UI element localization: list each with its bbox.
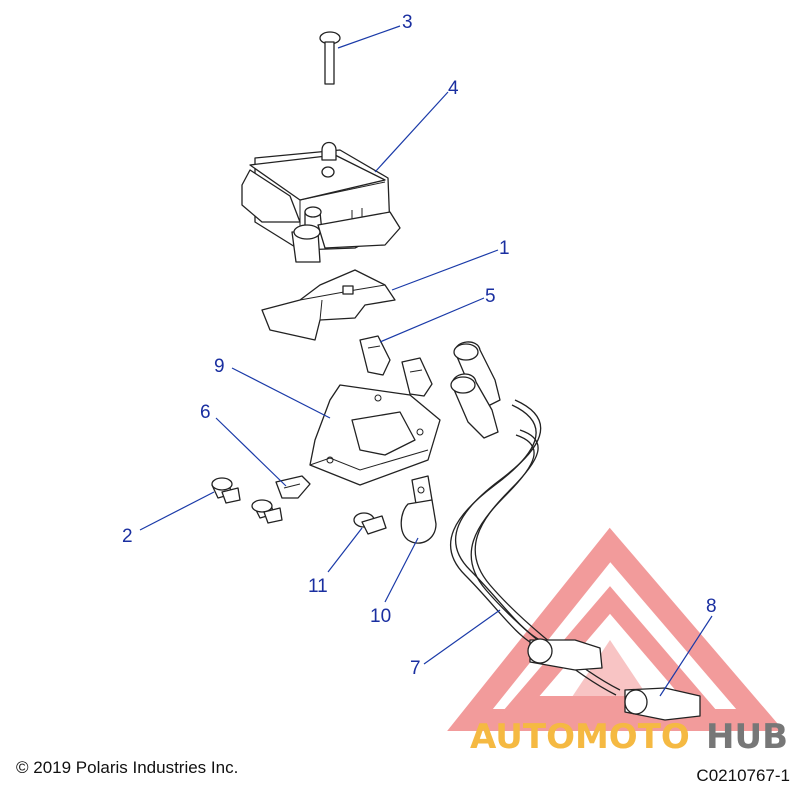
callout-2: 2 (122, 526, 133, 547)
callout-3: 3 (402, 12, 413, 33)
ignition-coil-part-4 (241, 141, 401, 263)
callout-10: 10 (370, 606, 391, 627)
callout-8: 8 (706, 596, 717, 617)
watermark-word-part2: HUB (706, 717, 788, 757)
callout-9: 9 (214, 356, 225, 377)
clip-part-5b (401, 357, 433, 397)
bolt-part-11 (353, 512, 387, 535)
watermark-word-part1: AUTOMOTO (470, 717, 690, 757)
callout-5: 5 (485, 286, 496, 307)
leader-lines (139, 25, 713, 697)
callout-4: 4 (448, 78, 459, 99)
callout-11: 11 (308, 576, 328, 597)
callout-6: 6 (200, 402, 211, 423)
bracket-part-1 (261, 269, 396, 341)
callout-numbers: 3 4 1 5 9 6 2 11 10 7 8 (122, 12, 717, 679)
screw-part-3 (319, 31, 341, 85)
clamp-part-6 (275, 475, 311, 499)
watermark-logo (447, 527, 784, 731)
bolt-part-2a (211, 477, 241, 504)
copyright-text: © 2019 Polaris Industries Inc. (16, 758, 239, 777)
clip-part-5a (359, 335, 391, 376)
callout-7: 7 (410, 658, 421, 679)
drawing-id: C0210767-1 (696, 766, 790, 785)
callout-1: 1 (499, 238, 510, 259)
p-clamp-part-10 (400, 475, 437, 544)
bolt-part-2b (251, 499, 283, 524)
mounting-plate-part-9 (309, 384, 441, 486)
watermark-text: AUTOMOTO HUB (470, 717, 788, 757)
